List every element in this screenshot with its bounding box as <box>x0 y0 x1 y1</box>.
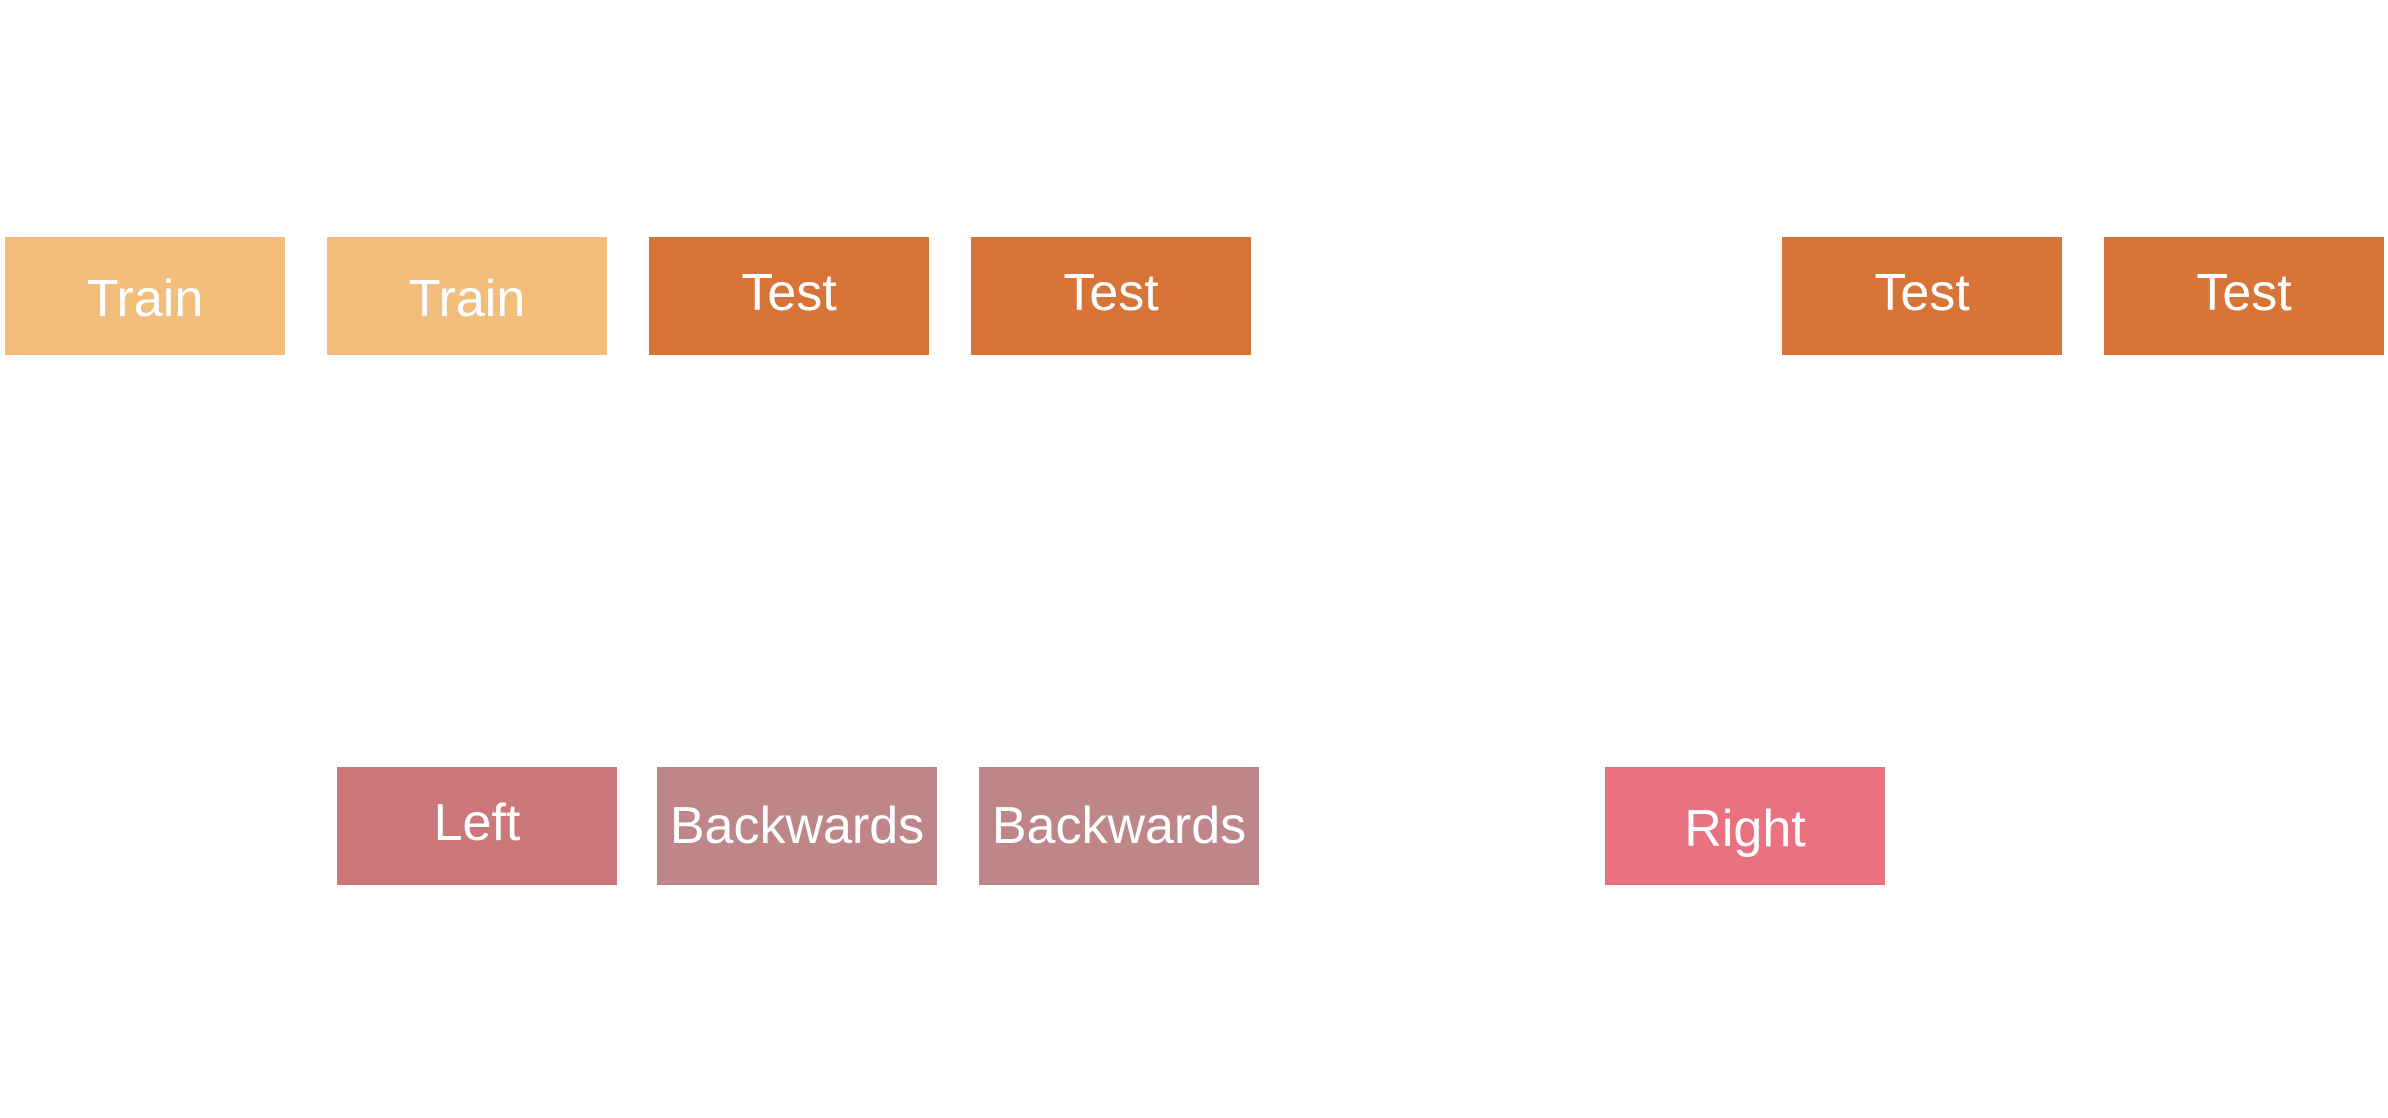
train-block-label: Train <box>86 270 204 328</box>
left-block-label: Left <box>433 794 521 852</box>
right-block-label: Right <box>1684 800 1806 858</box>
test-block: Test <box>1782 237 2062 355</box>
test-block-label: Test <box>741 264 837 322</box>
test-block: Test <box>649 237 929 355</box>
left-block: Left <box>337 767 617 885</box>
backwards-block-label: Backwards <box>991 797 1247 855</box>
train-block: Train <box>327 237 607 355</box>
train-block: Train <box>5 237 285 355</box>
test-block-label: Test <box>1874 264 1970 322</box>
backwards-block: Backwards <box>979 767 1259 885</box>
backwards-block-label: Backwards <box>669 797 925 855</box>
test-block: Test <box>971 237 1251 355</box>
test-block-label: Test <box>1063 264 1159 322</box>
train-block-label: Train <box>408 270 526 328</box>
right-block: Right <box>1605 767 1885 885</box>
backwards-block: Backwards <box>657 767 937 885</box>
test-block-label: Test <box>2196 264 2292 322</box>
test-block: Test <box>2104 237 2384 355</box>
